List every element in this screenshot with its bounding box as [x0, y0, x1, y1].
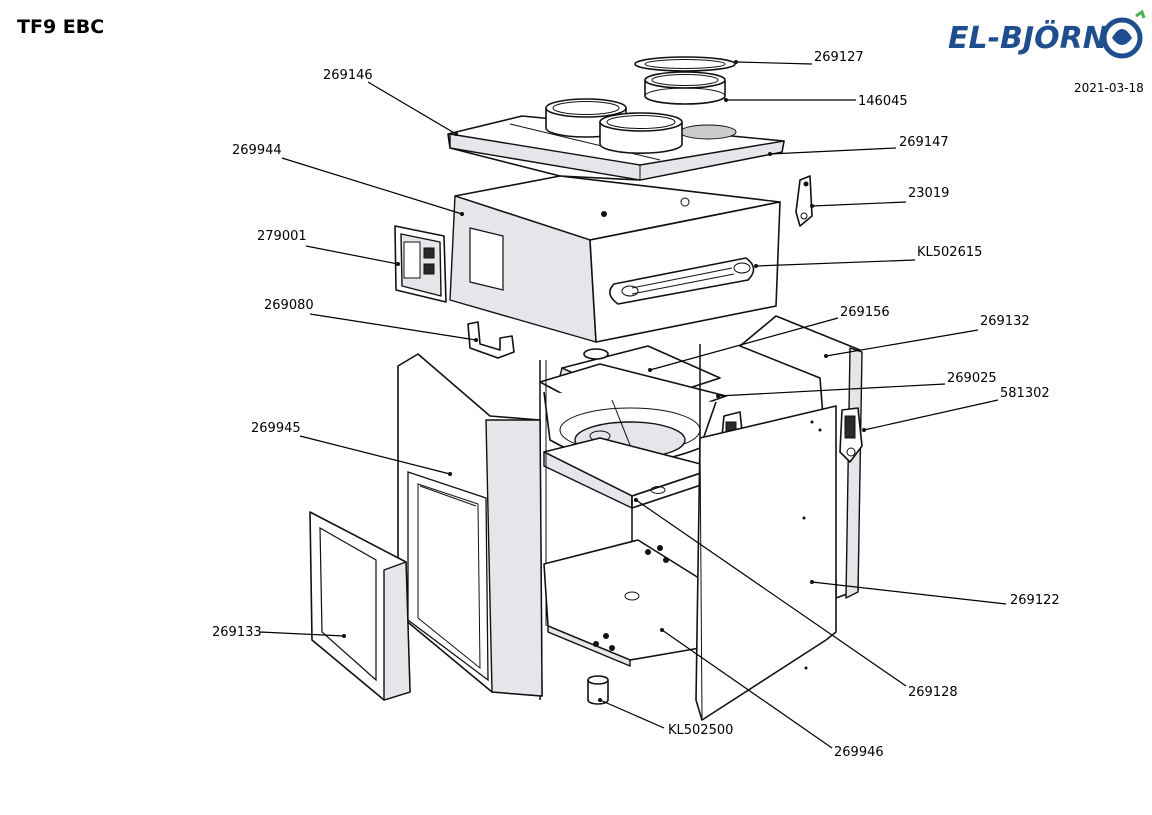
part-labels: 269127 146045 269146 269147 269944 23019…	[212, 50, 1060, 760]
part-label-269945: 269945	[251, 421, 301, 436]
leader-lines	[259, 61, 1007, 749]
leader-arrowheads	[342, 60, 866, 702]
part-label-269147: 269147	[899, 135, 949, 150]
part-label-KL502615: KL502615	[917, 245, 982, 260]
part-label-269146: 269146	[323, 68, 373, 83]
cable-clip	[467, 321, 515, 359]
duct-collar	[644, 71, 726, 105]
part-label-269944: 269944	[232, 143, 282, 158]
logo-text: EL-BJÖRN	[948, 19, 1108, 56]
filter-frame	[309, 511, 411, 701]
part-label-146045: 146045	[858, 94, 908, 109]
part-label-269122: 269122	[1010, 593, 1060, 608]
document-date: 2021-03-18	[1074, 81, 1144, 95]
part-label-269156: 269156	[840, 305, 890, 320]
part-label-23019: 23019	[908, 186, 949, 201]
duct-spigot-right	[599, 112, 683, 155]
control-housing	[449, 175, 781, 343]
gasket-ring	[634, 56, 736, 72]
latch-right	[839, 407, 863, 463]
rubber-foot	[587, 675, 609, 705]
part-label-269128: 269128	[908, 685, 958, 700]
side-panel-left	[397, 353, 543, 697]
mounting-bracket	[795, 175, 813, 227]
control-display-panel	[394, 225, 447, 303]
part-label-269080: 269080	[264, 298, 314, 313]
el-bjorn-logo: EL-BJÖRN	[948, 9, 1146, 59]
part-label-KL502500: KL502500	[668, 723, 733, 738]
part-label-269025: 269025	[947, 371, 997, 386]
part-label-581302: 581302	[1000, 386, 1050, 401]
part-label-269132: 269132	[980, 314, 1030, 329]
carry-handle	[609, 257, 755, 305]
part-label-269127: 269127	[814, 50, 864, 65]
filter-tray	[543, 437, 717, 509]
base-plate	[543, 539, 703, 667]
part-label-269133: 269133	[212, 625, 262, 640]
part-label-269946: 269946	[834, 745, 884, 760]
document-title: TF9 EBC	[17, 16, 105, 38]
front-door-panel	[695, 405, 837, 721]
part-label-279001: 279001	[257, 229, 307, 244]
